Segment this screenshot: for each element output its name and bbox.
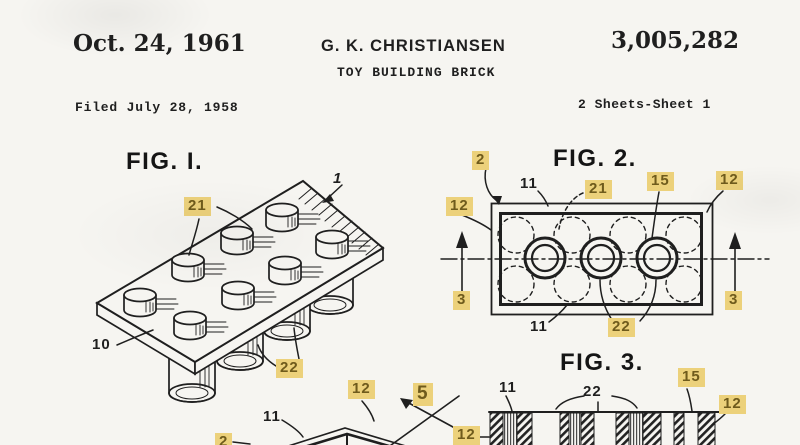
fig3-drawing	[476, 388, 726, 445]
fig1-plate	[95, 179, 385, 376]
fig4-callout-11: 11	[263, 408, 281, 425]
fig1-callout-10: 10	[92, 336, 111, 353]
fig1-stud-shadows	[153, 213, 371, 333]
fig3-leaders	[476, 388, 726, 438]
inventor-name: G. K. CHRISTIANSEN	[321, 37, 506, 55]
fig3-callout-15: 15	[678, 368, 705, 387]
sheet-label: 2 Sheets-Sheet 1	[578, 97, 711, 112]
fig2-tubes	[523, 236, 679, 280]
fig2-callout-12-right: 12	[716, 171, 743, 190]
fig1-callout-1: 1	[333, 170, 343, 187]
fig3-callout-22: 22	[583, 383, 602, 400]
patent-number: 3,005,282	[611, 27, 740, 54]
fig1-edge-hatch	[298, 187, 380, 256]
fig4-leaders	[232, 400, 375, 445]
fig3-section-bars	[489, 412, 716, 445]
fig2-drawing	[440, 167, 770, 323]
fig2-callout-2: 2	[472, 151, 490, 170]
fig1-leaders	[116, 184, 343, 367]
fig2-callout-3-left: 3	[453, 291, 471, 310]
fig2-title: FIG. 2.	[553, 145, 637, 172]
filed-date: Filed July 28, 1958	[75, 100, 239, 115]
fig1-studs	[123, 202, 349, 341]
fig2-leaders	[461, 167, 724, 323]
fig2-callout-11-top: 11	[520, 175, 538, 192]
fig1-callout-21: 21	[184, 197, 211, 216]
fig4-callout-5: 5	[413, 383, 433, 406]
fig2-callout-11-bottom: 11	[530, 318, 548, 335]
fig4-callout-2: 2	[215, 433, 233, 445]
fig2-callout-15: 15	[647, 172, 674, 191]
fig2-section-arrows	[456, 231, 741, 295]
fig1-title: FIG. I.	[126, 148, 204, 175]
fig1-drawing	[95, 179, 385, 403]
fig3-callout-12-left: 12	[453, 426, 480, 445]
fig3-callout-11: 11	[499, 379, 517, 396]
fig2-callout-3-right: 3	[725, 291, 743, 310]
fig2-callout-21: 21	[585, 180, 612, 199]
fig2-stud-outlines	[497, 216, 703, 303]
fig1-callout-22: 22	[276, 359, 303, 378]
fig4-callout-12: 12	[348, 380, 375, 399]
fig2-callout-12-left: 12	[446, 197, 473, 216]
invention-title: TOY BUILDING BRICK	[337, 65, 496, 80]
patent-date: Oct. 24, 1961	[73, 30, 246, 57]
fig2-callout-22: 22	[608, 318, 635, 337]
fig3-title: FIG. 3.	[560, 349, 644, 376]
fig3-callout-12-right: 12	[719, 395, 746, 414]
